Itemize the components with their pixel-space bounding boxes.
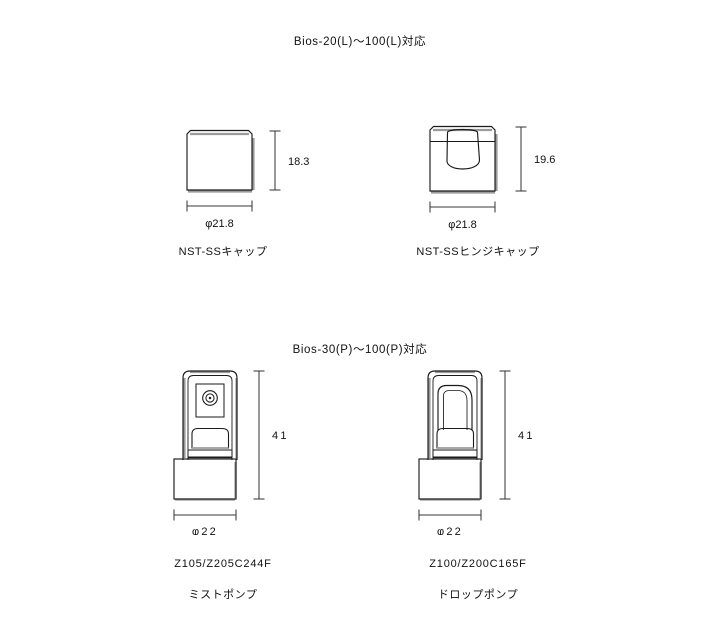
drop-pump-diameter-dimension: φ22: [437, 526, 463, 535]
figure-hinge-cap-label: NST-SSヒンジキャップ: [416, 246, 540, 258]
mist-pump-diameter-dimension: φ22: [192, 526, 218, 535]
figure-hinge-cap: 19.6 φ21.8: [375, 110, 605, 260]
cap-height-dimension: 18.3: [288, 156, 309, 168]
drop-pump-height-dimension: 41: [518, 430, 535, 442]
hinge-cap-height-dimension: 19.6: [534, 154, 555, 166]
hinge-cap-diameter-dimension: φ21.8: [448, 219, 477, 231]
cap-outline-icon: 18.3 φ21.8: [186, 129, 309, 230]
hinge-cap-outline-icon: 19.6 φ21.8: [429, 125, 555, 231]
figure-mist-pump-label: ミストポンプ: [188, 589, 258, 601]
figure-cap-label: NST-SSキャップ: [178, 246, 268, 258]
section-title-upper: Bios-20(L)〜100(L)対応: [293, 36, 427, 48]
mist-pump-height-dimension: 41: [272, 430, 289, 442]
figure-mist-pump: 41 φ22: [118, 360, 348, 535]
drop-pump-outline-icon: 41 φ22: [418, 370, 535, 535]
figure-drop-pump: 41 φ22: [375, 360, 605, 535]
mist-pump-outline-icon: 41 φ22: [173, 370, 289, 535]
figure-drop-pump-code: Z100/Z200C165F: [429, 558, 527, 570]
cap-diameter-dimension: φ21.8: [205, 218, 234, 230]
figure-mist-pump-code: Z105/Z205C244F: [174, 558, 272, 570]
figure-drop-pump-label: ドロップポンプ: [437, 589, 519, 601]
figure-cap: 18.3 φ21.8: [118, 110, 348, 260]
section-title-lower: Bios-30(P)〜100(P)対応: [292, 344, 428, 356]
